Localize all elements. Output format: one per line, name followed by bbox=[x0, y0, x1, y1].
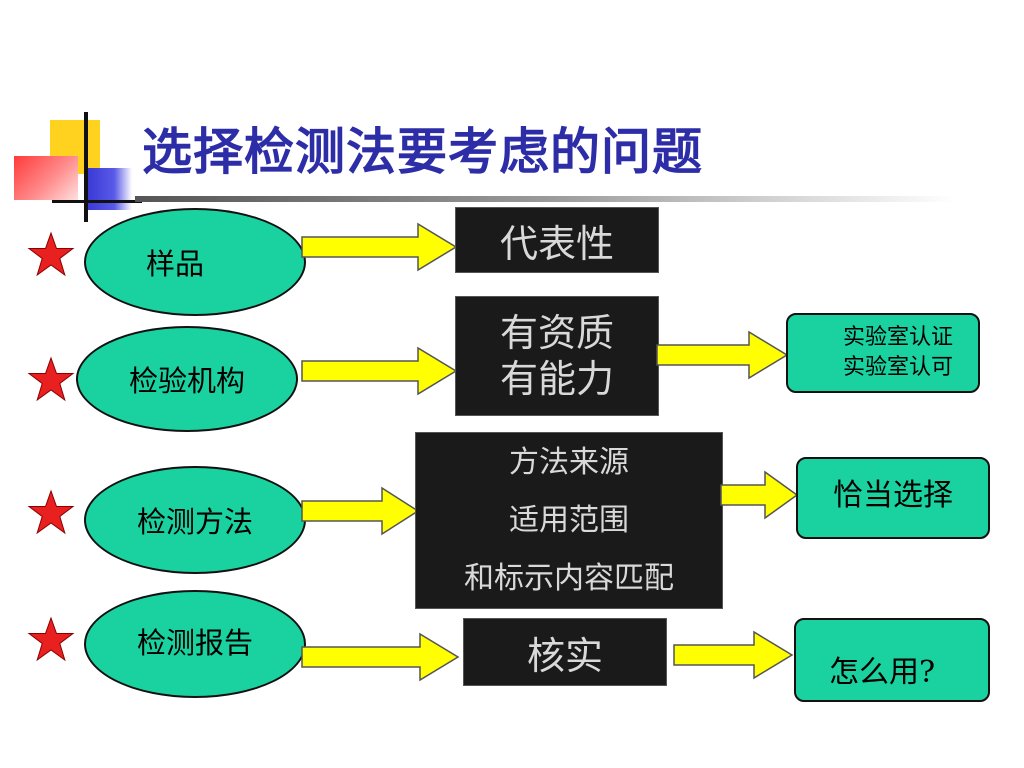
logo-horizontal-line bbox=[52, 200, 142, 203]
box-verify: 核实 bbox=[463, 618, 667, 686]
star-icon bbox=[27, 489, 75, 535]
node-method-label: 检测方法 bbox=[136, 505, 253, 539]
node-institution-label: 检验机构 bbox=[128, 364, 245, 398]
logo-blue-square bbox=[88, 168, 132, 210]
star-icon bbox=[27, 616, 75, 662]
box-how-to-use-text: 怎么用? bbox=[828, 655, 936, 690]
box-method-details: 方法来源 适用范围 和标示内容匹配 bbox=[415, 432, 723, 609]
node-report-label: 检测报告 bbox=[136, 626, 253, 660]
logo-vertical-line bbox=[84, 112, 88, 222]
box-representativeness: 代表性 bbox=[455, 207, 659, 273]
node-sample: 样品 bbox=[84, 208, 306, 316]
arrow-right-icon bbox=[673, 630, 794, 680]
box-method-scope: 适用范围 bbox=[509, 502, 629, 538]
box-lab-accreditation-line2: 实验室认可 bbox=[842, 355, 953, 380]
box-qualification-line2: 有能力 bbox=[499, 357, 614, 401]
arrow-right-icon bbox=[301, 486, 420, 536]
star-icon bbox=[27, 231, 75, 277]
box-qualification-line1: 有资质 bbox=[499, 311, 614, 355]
arrow-right-icon bbox=[301, 346, 458, 396]
star-icon bbox=[27, 356, 75, 402]
box-method-source: 方法来源 bbox=[509, 444, 629, 480]
box-method-label-match: 和标示内容匹配 bbox=[464, 560, 674, 596]
title-underline bbox=[135, 196, 955, 202]
box-how-to-use: 怎么用? bbox=[794, 618, 990, 702]
box-verify-text: 核实 bbox=[526, 633, 603, 678]
box-appropriate-choice: 恰当选择 bbox=[796, 457, 990, 539]
node-report: 检测报告 bbox=[84, 590, 306, 698]
arrow-right-icon bbox=[301, 222, 458, 272]
logo-red-square bbox=[14, 156, 78, 200]
node-method: 检测方法 bbox=[84, 466, 306, 574]
node-sample-label: 样品 bbox=[145, 247, 204, 281]
node-institution: 检验机构 bbox=[76, 326, 298, 432]
box-appropriate-choice-text: 恰当选择 bbox=[833, 478, 953, 513]
box-lab-accreditation: 实验室认证 实验室认可 bbox=[786, 313, 980, 393]
box-representativeness-text: 代表性 bbox=[499, 221, 614, 266]
arrow-right-icon bbox=[301, 632, 460, 682]
box-lab-accreditation-line1: 实验室认证 bbox=[842, 325, 953, 350]
arrow-right-icon bbox=[720, 470, 799, 520]
arrow-right-icon bbox=[656, 330, 789, 380]
slide-title: 选择检测法要考虑的问题 bbox=[142, 123, 703, 181]
box-qualification: 有资质 有能力 bbox=[455, 296, 659, 416]
